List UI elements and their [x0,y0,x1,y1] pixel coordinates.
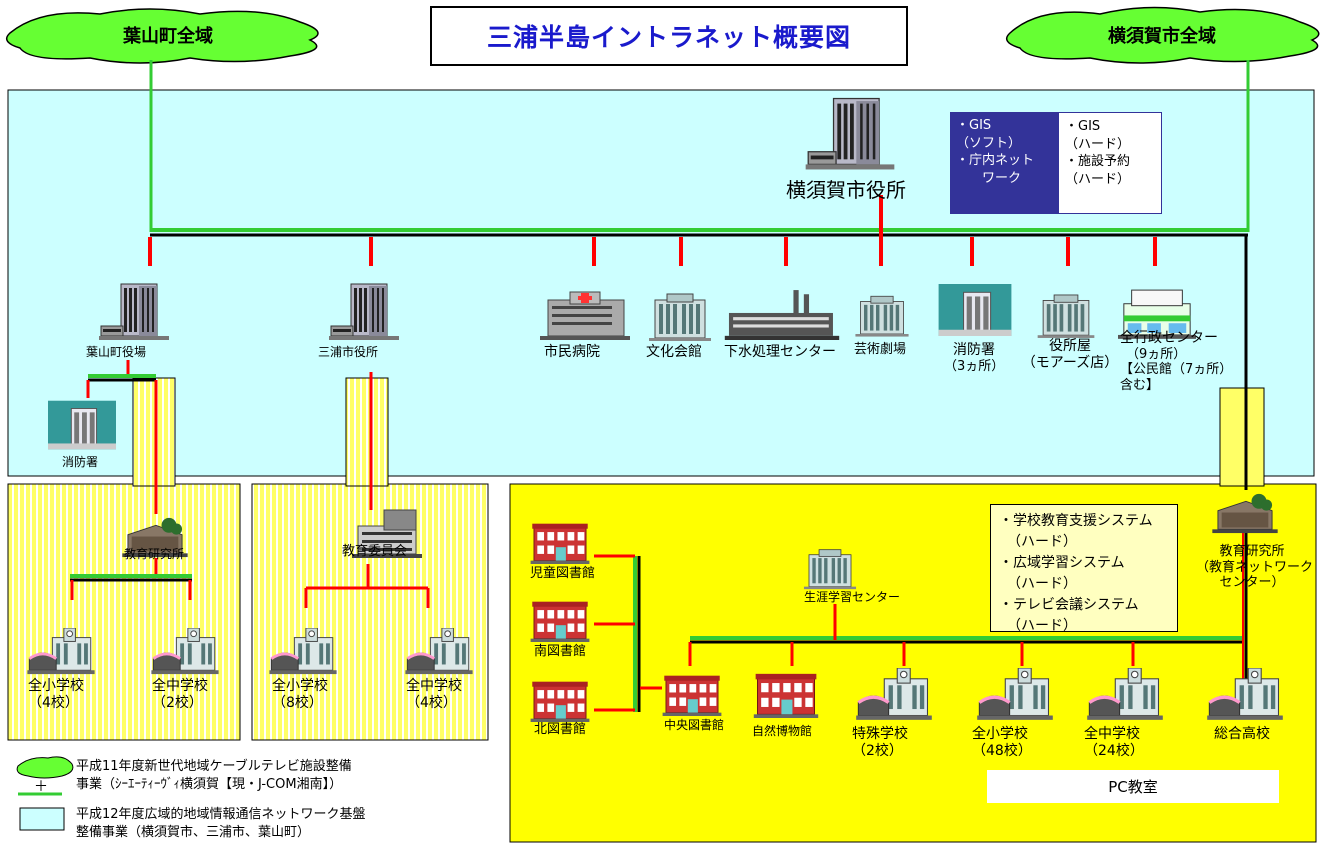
system-line-2: （ハード） [1007,534,1077,550]
city-hall-software-box: ・GIS （ソフト） ・庁内ネット ワーク [950,112,1058,214]
hayama-fire-label: 消防署 [62,455,99,469]
facility-gyosei-sub3: 含む】 [1120,377,1160,393]
miura-junior-label: 全中学校 （4校） [406,678,462,712]
legend-item-2: 平成12年度広域的地域情報通信ネットワーク基盤 整備事業（横須賀市、三浦市、葉山… [76,806,366,842]
facility-culture-label: 文化会館 [646,344,702,360]
system-line-1: ・学校教育支援システム [999,513,1153,529]
system-line-6: （ハード） [1007,618,1077,634]
facility-sewage-label: 下水処理センター [724,344,836,360]
legend-item-1-line-2: 事業（ｼｰｴｰﾃｨｰｳﾞｨ横須賀【現・J-COM湘南】） [76,777,343,793]
yokosuka-junior-name: 全中学校 [1084,726,1140,742]
cloud-hayama-label: 葉山町全域 [123,26,213,47]
facility-gyosei-name: 全行政センター [1120,330,1218,346]
culture-hall-icon [648,293,712,342]
yokosuka-elem-label: 全小学校 （48校） [972,726,1032,760]
software-line-1: ・GIS [956,118,992,133]
system-line-3: ・広域学習システム [999,555,1125,571]
yokosuka-city-hall-label: 横須賀市役所 [786,178,906,202]
yokosuka-research-name: 教育研究所 [1219,544,1285,559]
legend-item-2-line-2: 整備事業（横須賀市、三浦市、葉山町） [76,825,311,841]
hardware-line-2: （ハード） [1065,136,1131,152]
south-library-label: 南図書館 [534,644,587,659]
museum-icon [753,673,819,718]
theater-icon [854,295,910,338]
facility-yakushoya-sub: （モアーズ店） [1021,354,1119,371]
hayama-junior-label: 全中学校 （2校） [152,678,208,712]
system-line-4: （ハード） [1007,576,1077,592]
lifelong-center-icon [803,549,857,590]
page-title: 三浦半島イントラネット概要図 [430,6,908,66]
legend-cyan-swatch [19,807,65,831]
school-systems-box: ・学校教育支援システム （ハード） ・広域学習システム （ハード） ・テレビ会議… [990,504,1178,634]
hayama-junior-name: 全中学校 [152,678,208,694]
hayama-research-label: 教育研究所 [124,547,185,561]
facility-yakushoya-label: 役所屋 （モアーズ店） [1020,338,1120,372]
yokosuka-junior-label: 全中学校 （24校） [1084,726,1144,760]
legend-item-1: 平成11年度新世代地域ケーブルテレビ施設整備 事業（ｼｰｴｰﾃｨｰｳﾞｨ横須賀【… [76,758,352,794]
facility-fire-name: 消防署 [953,342,995,358]
cloud-yokosuka [1005,6,1320,64]
yokosuka-research-label: 教育研究所 （教育ネットワーク センター） [1196,544,1314,591]
legend-item-1-line-1: 平成11年度新世代地域ケーブルテレビ施設整備 [76,759,352,774]
central-library-icon [662,675,722,716]
miura-city-hall-label: 三浦市役所 [318,345,379,359]
hayama-fire-station-icon [48,400,116,450]
hayama-elem-label: 全小学校 （4校） [28,678,84,712]
hardware-line-4: （ハード） [1065,171,1131,187]
hayama-town-hall-label: 葉山町役場 [86,345,147,359]
central-library-label: 中央図書館 [664,718,725,732]
miura-elem-count: （8校） [272,694,323,711]
software-line-2: （ソフト） [956,135,1022,151]
yokosuka-junior-count: （24校） [1084,742,1144,759]
legend-cloud-icon [16,756,74,779]
north-library-label: 北図書館 [534,722,587,737]
facility-fire-label: 消防署 （3ヵ所） [944,342,1004,374]
hayama-junior-count: （2校） [152,694,203,711]
software-line-4: ワーク [982,170,1022,186]
children-library-icon [530,523,590,564]
miura-elem-name: 全小学校 [272,678,328,694]
south-library-icon [530,601,590,642]
region-hayama-school [7,483,241,741]
facility-hospital-label: 市民病院 [544,344,600,360]
facility-gyosei-sub2: 【公民館（7ヵ所） [1120,362,1233,378]
north-library-icon [530,681,590,722]
cloud-yokosuka-label: 横須賀市全域 [1108,26,1216,47]
legend-plus: ＋ [34,779,48,795]
high-school-label: 総合高校 [1214,726,1270,742]
yokosuka-elem-count: （48校） [972,742,1032,759]
city-hall-hardware-box: ・GIS （ハード） ・施設予約 （ハード） [1058,112,1162,214]
miura-junior-name: 全中学校 [406,678,462,694]
miura-junior-count: （4校） [406,694,457,711]
facility-yakushoya-name: 役所屋 [1049,338,1091,354]
hayama-elem-count: （4校） [28,694,79,711]
yokosuka-research-sub2: センター） [1219,575,1285,591]
hardware-line-3: ・施設予約 [1065,154,1131,170]
special-school-count: （2校） [852,742,903,759]
cloud-hayama [5,8,319,64]
lifelong-center-label: 生涯学習センター [804,590,901,604]
yakushoya-icon [1037,294,1095,339]
children-library-label: 児童図書館 [530,566,596,581]
software-line-3: ・庁内ネット [956,153,1035,169]
miura-board-label: 教育委員会 [342,544,408,559]
system-line-5: ・テレビ会議システム [999,597,1139,613]
hayama-elem-name: 全小学校 [28,678,84,694]
museum-label: 自然博物館 [752,724,813,738]
yokosuka-research-sub: （教育ネットワーク [1196,559,1314,575]
yokosuka-elem-name: 全小学校 [972,726,1028,742]
special-school-label: 特殊学校 （2校） [852,726,908,760]
pc-room-label: PC教室 [987,770,1279,803]
facility-fire-sub: （3ヵ所） [944,358,1005,374]
facility-theater-label: 芸術劇場 [854,342,907,357]
facility-gyosei-label: 全行政センター （9ヵ所） 【公民館（7ヵ所） 含む】 [1120,330,1232,394]
facility-gyosei-sub: （9ヵ所） [1126,346,1187,362]
fire-station-icon [938,284,1012,336]
legend-item-2-line-1: 平成12年度広域的地域情報通信ネットワーク基盤 [76,807,366,822]
miura-elem-label: 全小学校 （8校） [272,678,328,712]
hardware-line-1: ・GIS [1065,119,1101,134]
special-school-name: 特殊学校 [852,726,908,742]
